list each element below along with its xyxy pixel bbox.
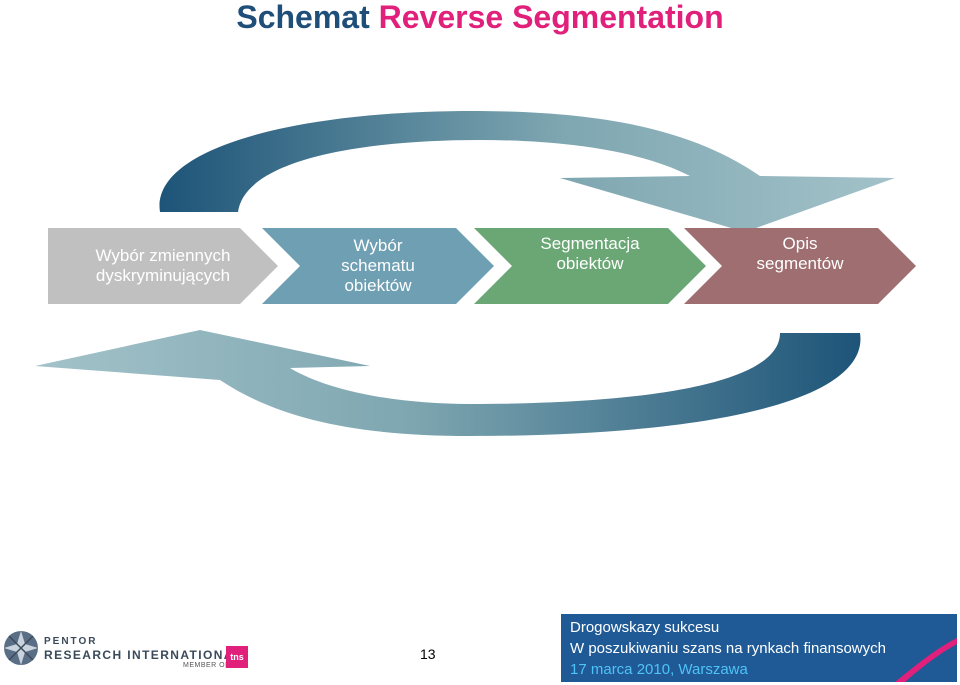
top-cycle-arrow [159, 110, 896, 232]
globe-logo-icon [4, 631, 38, 665]
step-label-line2: obiektów [556, 254, 624, 273]
step-label-line1: Wybór [353, 236, 403, 255]
logo-member-of: MEMBER OF [183, 662, 230, 669]
step-label-line2: segmentów [756, 254, 844, 273]
page-number: 13 [420, 646, 436, 662]
company-logo: PENTOR RESEARCH INTERNATIONAL MEMBER OF … [0, 628, 260, 678]
tns-logo: tns [226, 646, 248, 668]
step-chevron-shape [262, 228, 494, 304]
step-label: Wybór zmiennych dyskryminujących [63, 246, 263, 286]
footer-banner: Drogowskazy sukcesu W poszukiwaniu szans… [561, 614, 957, 682]
footer-line3: 17 marca 2010, Warszawa [570, 661, 748, 678]
step-label-line1: Wybór zmiennych [95, 246, 231, 265]
footer-line2: W poszukiwaniu szans na rynkach finansow… [570, 640, 886, 657]
bottom-cycle-arrow [35, 330, 861, 436]
footer-line1: Drogowskazy sukcesu [570, 619, 720, 636]
title-part-reverse-segmentation: Reverse Segmentation [378, 0, 724, 35]
step-label-line2: dyskryminujących [95, 266, 231, 285]
step-label-line1: Opis [782, 234, 818, 253]
step-label: Wybór schematu obiektów [278, 236, 478, 296]
logo-text-research-international: RESEARCH INTERNATIONAL [44, 648, 243, 662]
step-chevron-shape [474, 228, 706, 304]
step-segmentation: Segmentacja obiektów [474, 228, 706, 304]
step-label-line3: obiektów [344, 276, 412, 295]
step-object-scheme: Wybór schematu obiektów [262, 228, 494, 304]
step-label: Segmentacja obiektów [490, 234, 690, 274]
step-variable-selection: Wybór zmiennych dyskryminujących [48, 228, 278, 304]
step-label: Opis segmentów [700, 234, 900, 274]
slide-title: Schemat Reverse Segmentation [0, 0, 960, 34]
step-label-line2: schematu [341, 256, 415, 275]
step-label-line1: Segmentacja [540, 234, 640, 253]
step-chevron-shape [684, 228, 916, 304]
logo-text-pentor: PENTOR [44, 636, 98, 647]
step-chevron-shape [48, 228, 278, 304]
title-part-schemat: Schemat [236, 0, 370, 35]
swoosh-decoration-icon [895, 638, 957, 682]
step-segment-description: Opis segmentów [684, 228, 916, 304]
